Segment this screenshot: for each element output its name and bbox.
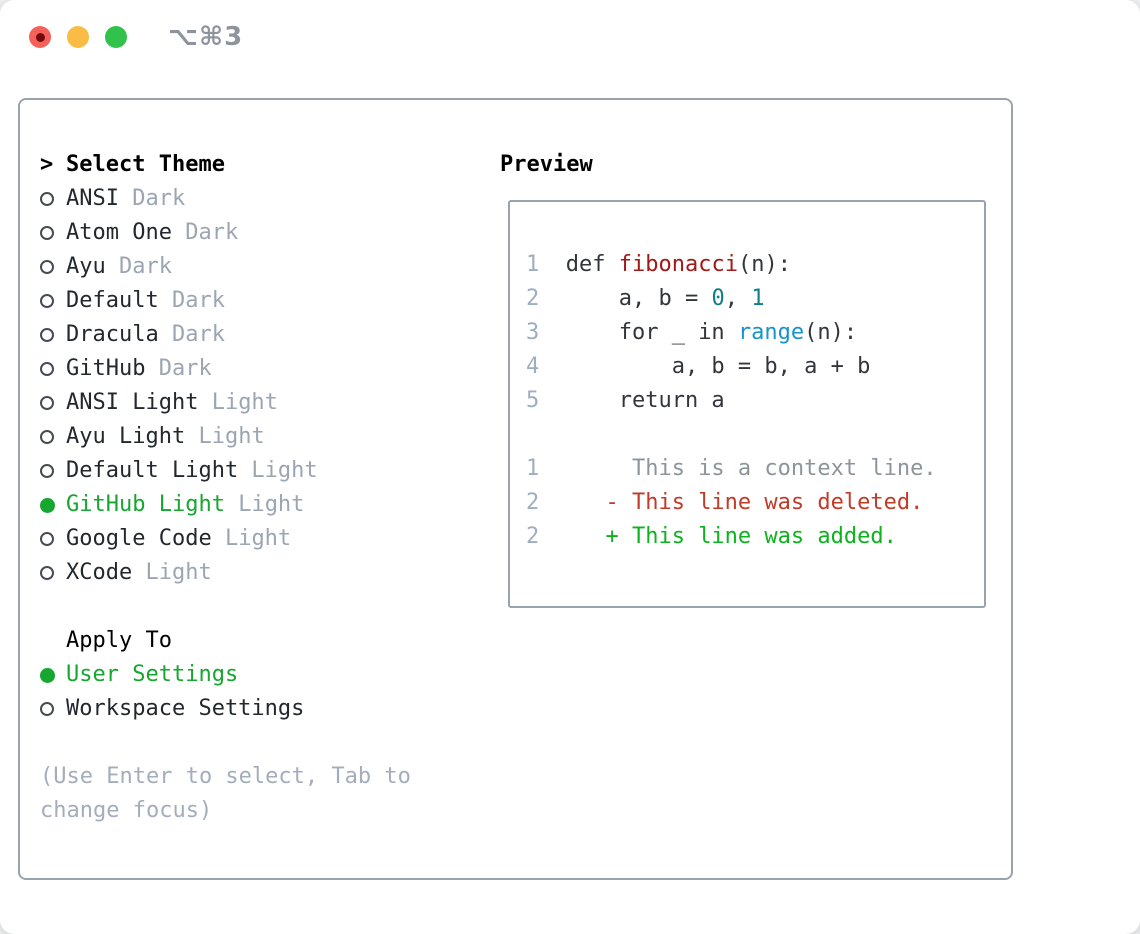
code-line: 1 def fibonacci(n): [526, 252, 791, 277]
preview-title: Preview [500, 152, 593, 177]
picker-title: Select Theme [66, 152, 225, 177]
theme-variant: Light [238, 458, 318, 483]
theme-name: Ayu Light [66, 424, 186, 449]
theme-name: Default [66, 288, 159, 313]
close-button[interactable] [29, 26, 51, 48]
radio-unselected-icon [40, 532, 54, 546]
theme-variant: Dark [145, 356, 212, 381]
zoom-button[interactable] [105, 26, 127, 48]
theme-variant: Dark [105, 254, 172, 279]
spacer [40, 726, 411, 760]
preview-box: 1 def fibonacci(n): 2 a, b = 0, 1 3 for _ … [508, 200, 986, 608]
theme-variant: Dark [118, 186, 186, 211]
theme-variant: Light [198, 390, 278, 415]
radio-unselected-icon [40, 430, 54, 444]
radio-unselected-icon [40, 464, 54, 478]
apply-to-header: Apply To [40, 624, 411, 658]
apply-to-label: Apply To [66, 628, 172, 653]
code-line: 1 This is a context line. [526, 456, 937, 481]
code-line: 2 + This line was added. [526, 524, 897, 549]
spacer [40, 590, 411, 624]
theme-name: Dracula [66, 322, 159, 347]
theme-option[interactable]: Google Code Light [40, 522, 411, 556]
apply-target-option[interactable]: User Settings [40, 658, 411, 692]
theme-option[interactable]: Ayu Light Light [40, 420, 411, 454]
theme-option[interactable]: Default Light Light [40, 454, 411, 488]
theme-option[interactable]: GitHub Dark [40, 352, 411, 386]
hint-text-line2: change focus) [40, 798, 213, 823]
theme-option[interactable]: GitHub Light Light [40, 488, 411, 522]
preview-header: Preview [500, 148, 593, 182]
theme-name: Google Code [66, 526, 212, 551]
radio-unselected-icon [40, 566, 54, 580]
radio-unselected-icon [40, 702, 54, 716]
window-title: ⌥⌘3 [168, 22, 244, 52]
theme-variant: Light [211, 526, 292, 551]
theme-variant: Dark [158, 322, 225, 347]
radio-unselected-icon [40, 294, 54, 308]
apply-target-option[interactable]: Workspace Settings [40, 692, 411, 726]
code-preview: 1 def fibonacci(n): 2 a, b = 0, 1 3 for _ … [510, 202, 984, 554]
theme-name: Atom One [66, 220, 172, 245]
theme-variant: Light [185, 424, 265, 449]
prompt-icon: > [40, 152, 54, 177]
theme-name: Ayu [66, 254, 106, 279]
theme-variant: Light [132, 560, 212, 585]
code-line: 2 a, b = 0, 1 [526, 286, 765, 311]
radio-unselected-icon [40, 396, 54, 410]
code-line: 3 for _ in range(n): [526, 320, 858, 345]
radio-unselected-icon [40, 328, 54, 342]
radio-unselected-icon [40, 192, 54, 206]
theme-variant: Light [224, 492, 305, 517]
theme-name: XCode [66, 560, 133, 585]
theme-name: ANSI [66, 186, 119, 211]
theme-name: ANSI Light [66, 390, 199, 415]
theme-option[interactable]: Dracula Dark [40, 318, 411, 352]
radio-unselected-icon [40, 362, 54, 376]
apply-target-name: Workspace Settings [66, 696, 305, 721]
code-line: 4 a, b = b, a + b [526, 354, 871, 379]
apply-target-name: User Settings [66, 662, 239, 687]
code-line [526, 418, 984, 452]
radio-selected-icon [40, 498, 55, 513]
theme-name: GitHub [66, 356, 146, 381]
theme-option[interactable]: ANSI Dark [40, 182, 411, 216]
radio-unselected-icon [40, 226, 54, 240]
code-line: 5 return a [526, 388, 725, 413]
close-dot-icon [35, 32, 45, 42]
theme-variant: Dark [158, 288, 225, 313]
theme-option[interactable]: ANSI Light Light [40, 386, 411, 420]
theme-option[interactable]: Default Dark [40, 284, 411, 318]
theme-option[interactable]: XCode Light [40, 556, 411, 590]
code-line: 2 - This line was deleted. [526, 490, 924, 515]
minimize-button[interactable] [67, 26, 89, 48]
theme-name: Default Light [66, 458, 239, 483]
theme-name: GitHub Light [66, 492, 225, 517]
picker-header: > Select Theme [40, 148, 411, 182]
theme-variant: Dark [171, 220, 239, 245]
radio-selected-icon [40, 668, 55, 683]
theme-option[interactable]: Atom One Dark [40, 216, 411, 250]
hint-text-line1: (Use Enter to select, Tab to [40, 764, 411, 789]
radio-unselected-icon [40, 260, 54, 274]
theme-option[interactable]: Ayu Dark [40, 250, 411, 284]
